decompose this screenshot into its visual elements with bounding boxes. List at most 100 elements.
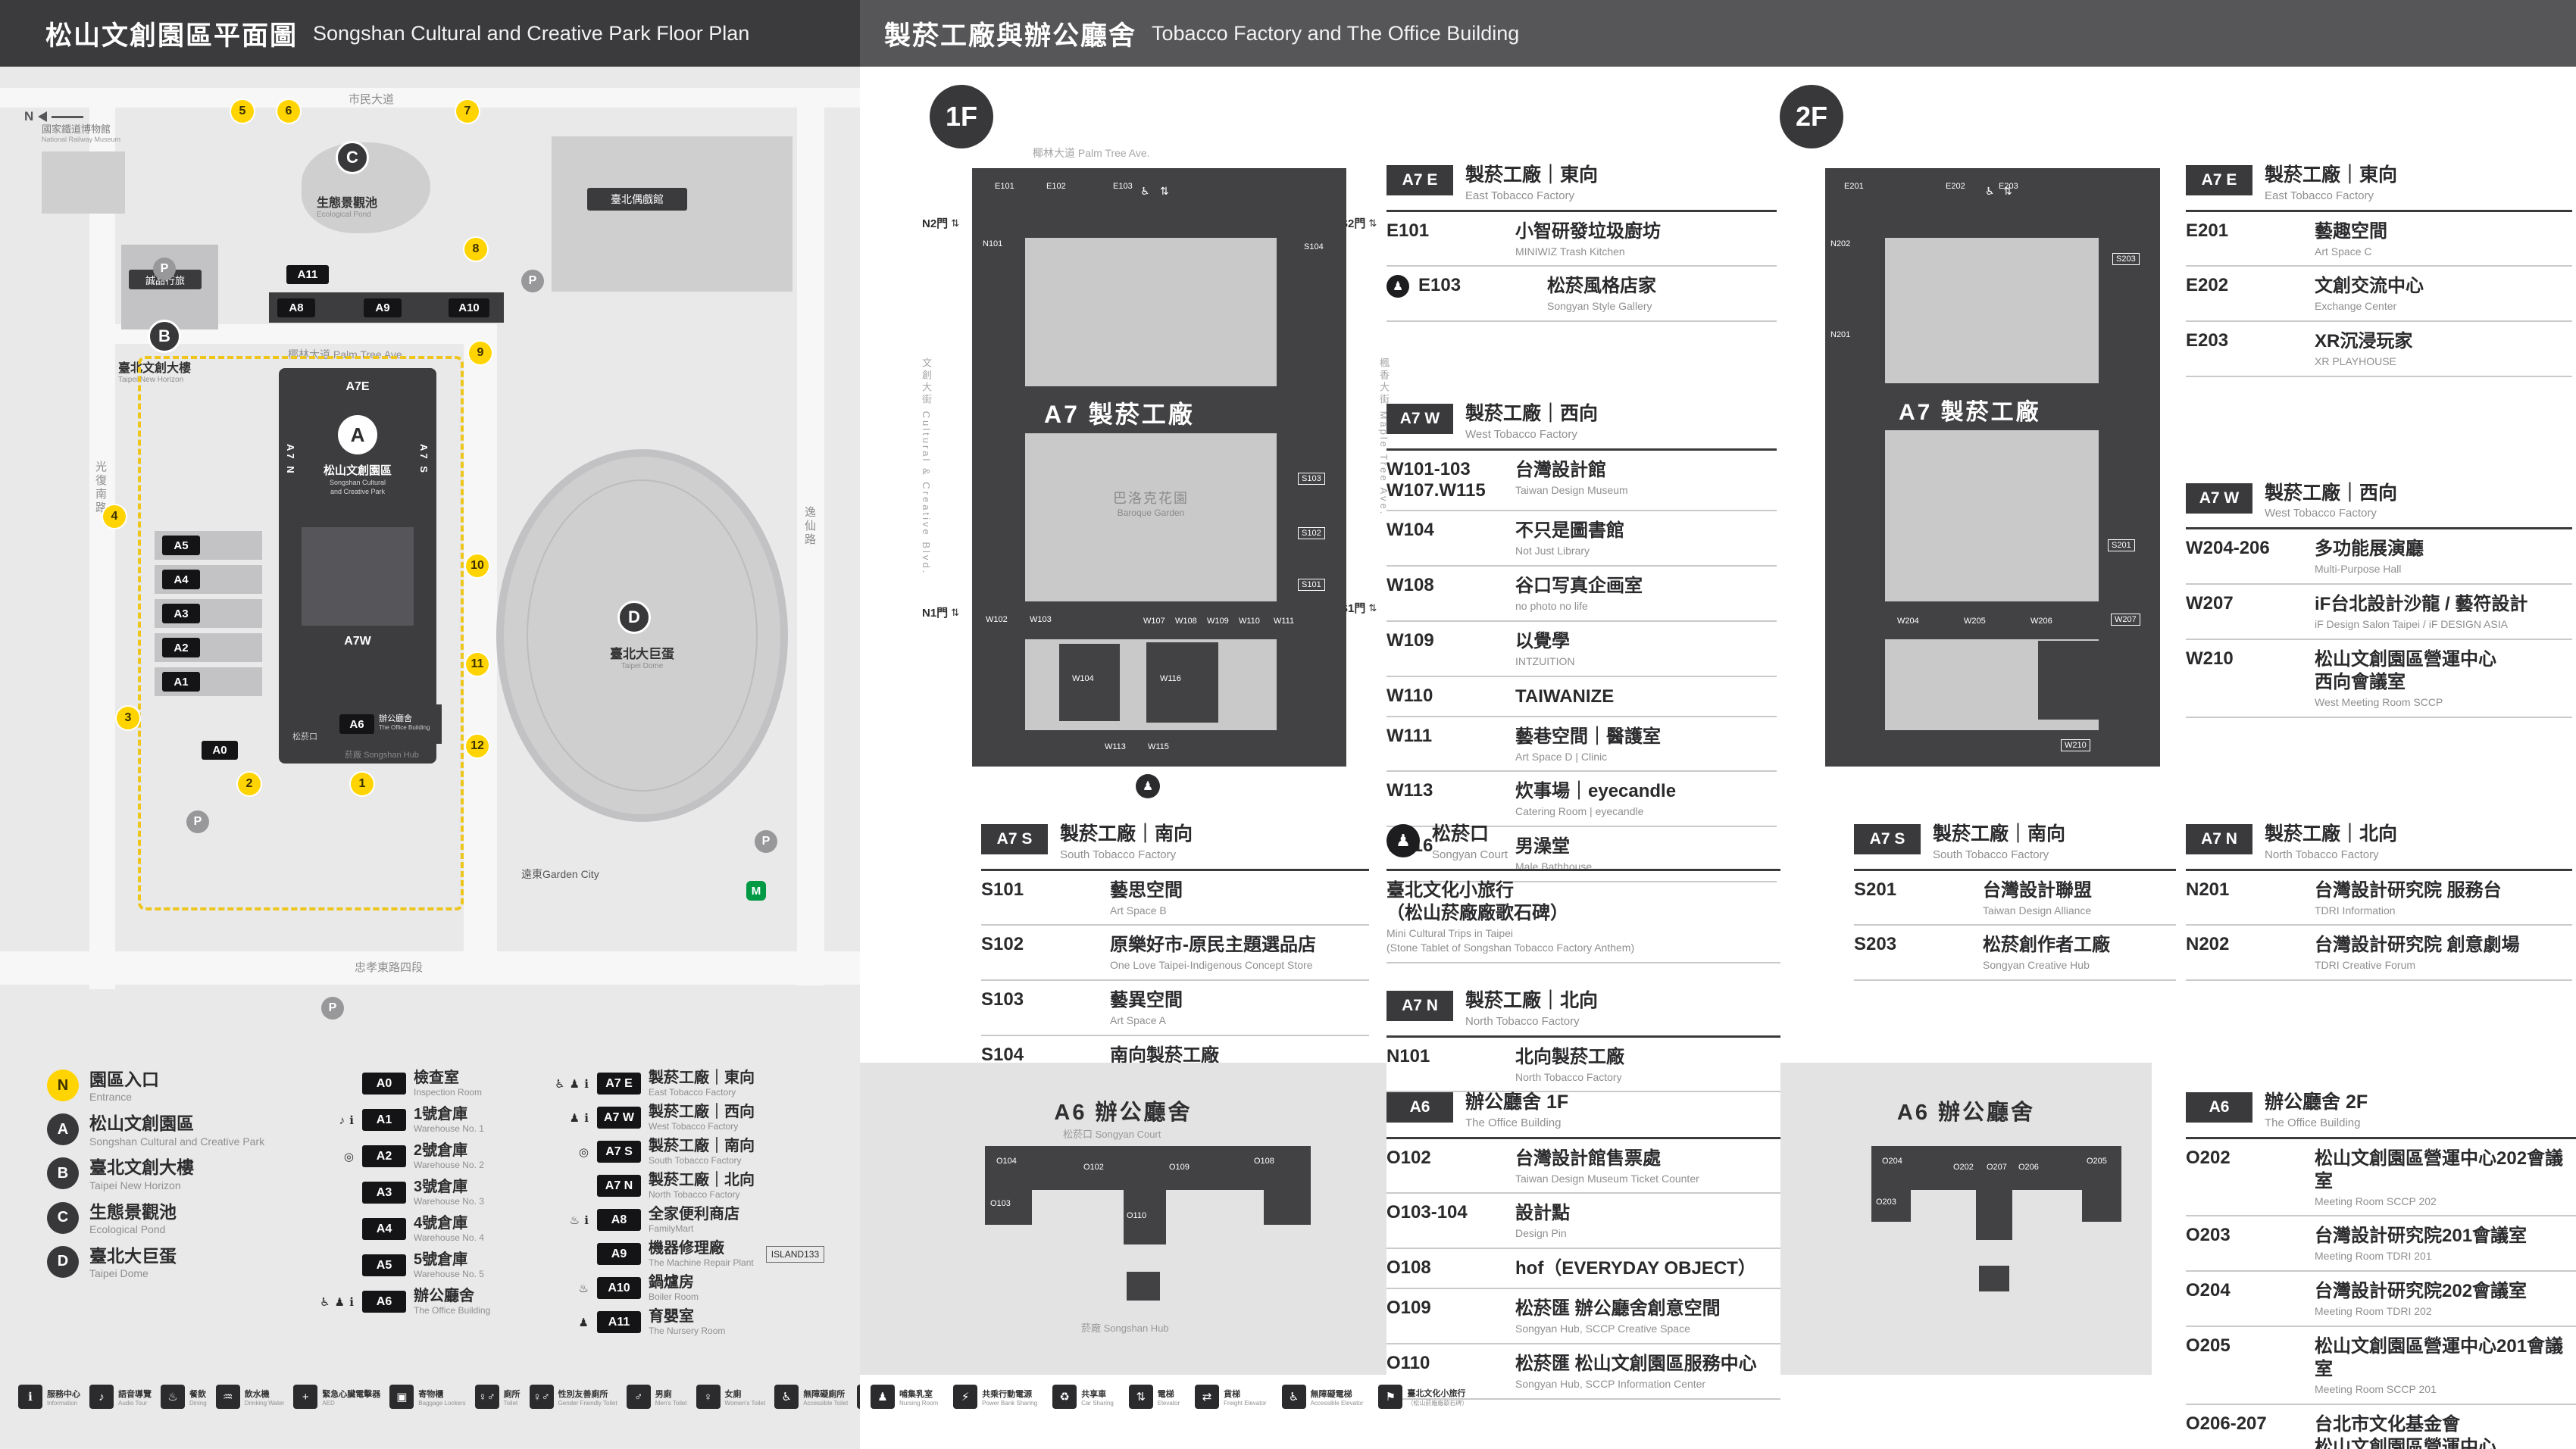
room-label: E102 xyxy=(1046,182,1066,191)
room-label: O102 xyxy=(1083,1163,1104,1172)
facility-icons: ♿ ♟ ℹ xyxy=(320,1295,355,1309)
room-name-en: TDRI Information xyxy=(2315,904,2396,917)
room-label: W115 xyxy=(1148,742,1169,751)
section-badge: A7 E xyxy=(1386,165,1453,195)
block-a9: A9 xyxy=(364,298,402,317)
a6-stub xyxy=(1127,1272,1160,1301)
room-name-en: Meeting Room SCCP 201 xyxy=(2315,1382,2437,1395)
room-name-zh: 松菸風格店家 xyxy=(1547,276,1656,297)
right-header: 製菸工廠與辦公廳舍 Tobacco Factory and The Office… xyxy=(860,0,2576,67)
area-circle-d: D xyxy=(617,601,651,634)
facility-icon: ▣ xyxy=(389,1385,414,1409)
gate-arrow-icon: ⇅ xyxy=(951,217,960,229)
room-name-en: Catering Room | eyecandle xyxy=(1515,805,1644,818)
entrance-1: 1 xyxy=(351,773,374,795)
gate-s2: S2門⇅ xyxy=(1340,217,1377,231)
area-badge: A xyxy=(47,1113,79,1146)
warehouse-a3-block: A3 xyxy=(155,599,262,628)
street-label-west: 文創大街 Cultural & Creative Blvd. xyxy=(921,358,932,576)
taipei-dome: D 臺北大巨蛋 Taipei Dome xyxy=(496,449,788,822)
facility-icon: ♟ xyxy=(1386,275,1409,298)
room-row: S201 台灣設計聯盟 Taiwan Design Alliance xyxy=(1854,871,2176,926)
room-code: O206-207 xyxy=(2186,1413,2267,1434)
facility-item: ♿ 無障礙廁所 Accessible Toilet xyxy=(774,1385,848,1409)
room-name-zh: 炊事場｜eyecandle xyxy=(1515,781,1677,802)
room-code: O108 xyxy=(1386,1257,1431,1279)
legend-zh: 辦公廳舍 xyxy=(414,1288,474,1304)
room-code: S201 xyxy=(1854,879,1897,900)
legend-en: Entrance xyxy=(89,1091,133,1104)
room-code: E203 xyxy=(2186,330,2229,351)
legend-area-row: B 臺北文創大樓 Taipei New Horizon xyxy=(47,1157,312,1191)
room-code: S101 xyxy=(981,879,1024,900)
room-code: W210 xyxy=(2186,648,2234,669)
room-name-zh: TAIWANIZE xyxy=(1515,685,1615,707)
room-name-en: Taiwan Design Alliance xyxy=(1983,904,2092,917)
facility-icon: ♂ xyxy=(626,1385,651,1409)
facility-item: ♀♂ 廁所 Toilet xyxy=(474,1385,521,1409)
legend-zh: 4號倉庫 xyxy=(414,1215,468,1232)
room-name-en: Design Pin xyxy=(1515,1227,1567,1240)
left-header: 松山文創園區平面圖 Songshan Cultural and Creative… xyxy=(0,0,860,67)
legend-en: Taipei Dome xyxy=(89,1267,148,1280)
room-name-zh: 台灣設計研究院201會議室 xyxy=(2315,1226,2528,1247)
room-code: N201 xyxy=(2186,879,2230,900)
left-panel: 松山文創園區平面圖 Songshan Cultural and Creative… xyxy=(0,0,860,1449)
block-a7e-label: A7E xyxy=(345,380,370,393)
a7-building-label: A7 製菸工廠 xyxy=(1899,400,2041,425)
parking-icon: P xyxy=(321,997,344,1020)
room-name-zh: 多功能展演廳 xyxy=(2315,539,2424,560)
facility-item: ⇄ 貨梯 Freight Elevator xyxy=(1195,1385,1267,1409)
facility-item: + 緊急心臟電擊器 AED xyxy=(293,1385,380,1409)
section-badge: A7 N xyxy=(1386,991,1453,1022)
building-code-badge: A0 xyxy=(362,1073,406,1095)
floor-plan-1f: 椰林大道 Palm Tree Ave. 文創大街 Cultural & Crea… xyxy=(919,145,1393,812)
gate-s1: S1門⇅ xyxy=(1340,601,1377,616)
block-a1: A1 xyxy=(162,672,200,692)
room-code: W204-206 xyxy=(2186,538,2270,559)
new-horizon-label: 臺北文創大樓 Taipei New Horizon xyxy=(118,362,192,384)
entrance-6: 6 xyxy=(277,100,300,123)
w210-block xyxy=(2038,641,2099,720)
gate-n2: N2門⇅ xyxy=(922,217,960,231)
room-name-en: Art Space C xyxy=(2315,245,2372,258)
facility-icon: ⚑ xyxy=(1378,1385,1403,1409)
dome-inner-ring xyxy=(527,479,758,792)
area-badge: D xyxy=(47,1245,79,1278)
room-name-zh: 台灣設計聯盟 xyxy=(1983,879,2092,901)
section-badge: A7 W xyxy=(2186,482,2252,514)
room-name-zh: iF台北設計沙龍 / 藝符設計 xyxy=(2315,594,2528,615)
legend-factory: ♿ ♟ ℹ A7 E 製菸工廠｜東向 East Tobacco Factory … xyxy=(552,1070,855,1342)
room-label: E203 xyxy=(1999,182,2018,191)
entrance-4: 4 xyxy=(103,505,126,528)
legend-area-row: A 松山文創園區 Songshan Cultural and Creative … xyxy=(47,1113,312,1148)
room-label: O205 xyxy=(2087,1157,2107,1166)
room-name-zh: 松菸匯 辦公廳舍創意空間 xyxy=(1515,1298,1721,1319)
legend-en: South Tobacco Factory xyxy=(649,1155,742,1166)
street-label-zhongxiao: 忠孝東路四段 xyxy=(355,961,424,974)
facility-item: ♪ 語音導覽 Audio Tour xyxy=(89,1385,152,1409)
road-civic-blvd xyxy=(0,88,860,108)
room-name-en: Multi-Purpose Hall xyxy=(2315,563,2402,576)
legend-zh: 生態景觀池 xyxy=(89,1201,177,1222)
a6-wing-left xyxy=(1871,1190,1911,1222)
facility-icon: ℹ xyxy=(18,1385,42,1409)
facility-icons: ♨ xyxy=(578,1282,589,1295)
area-circle-c: C xyxy=(336,141,369,174)
pond-label: 生態景觀池 Ecological Pond xyxy=(317,197,378,219)
room-code: E101 xyxy=(1386,220,1430,241)
room-name-en: Exchange Center xyxy=(2315,300,2397,313)
room-name-en: Songyan Hub, SCCP Creative Space xyxy=(1515,1323,1690,1335)
room-label: O207 xyxy=(1987,1163,2007,1172)
